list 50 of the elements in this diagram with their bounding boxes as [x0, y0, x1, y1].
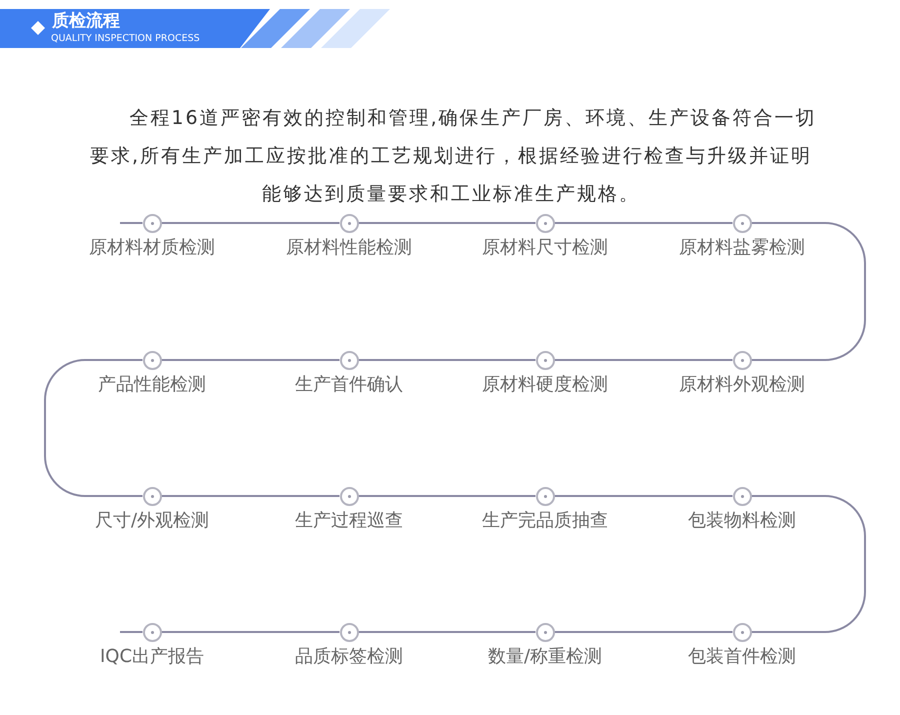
circle-marker	[142, 350, 162, 370]
header-subtitle: QUALITY INSPECTION PROCESS	[51, 33, 200, 44]
circle-marker	[340, 622, 358, 642]
connector-line	[554, 222, 732, 224]
step-label: 生产过程巡查	[295, 509, 403, 532]
step-label: 原材料尺寸检测	[482, 236, 608, 259]
connector-line	[358, 359, 536, 361]
step-label: 原材料外观检测	[679, 373, 805, 396]
circle-marker	[732, 214, 752, 232]
connector-line	[752, 495, 866, 633]
connector-line	[554, 359, 732, 361]
circle-marker	[142, 622, 162, 642]
connector-line	[358, 222, 536, 224]
circle-marker	[536, 350, 554, 370]
header-title: 质检流程	[52, 10, 120, 32]
step-label: 原材料性能检测	[286, 236, 412, 259]
step-label: 品质标签检测	[295, 645, 403, 668]
connector-line	[162, 495, 340, 497]
connector-line	[162, 631, 340, 633]
connector-line	[44, 359, 142, 497]
circle-marker	[732, 350, 752, 370]
connector-line	[752, 222, 866, 361]
step-label: 产品性能检测	[98, 373, 206, 396]
circle-marker	[732, 622, 752, 642]
connector-line	[554, 495, 732, 497]
step-label: 原材料硬度检测	[482, 373, 608, 396]
step-label: 尺寸/外观检测	[94, 509, 210, 532]
connector-line	[162, 222, 340, 224]
connector-line	[162, 359, 340, 361]
circle-marker	[142, 486, 162, 506]
step-label: 原材料盐雾检测	[679, 236, 805, 259]
step-label: 包装物料检测	[688, 509, 796, 532]
circle-marker	[340, 350, 358, 370]
circle-marker	[536, 486, 554, 506]
circle-marker	[536, 214, 554, 232]
connector-line	[554, 631, 732, 633]
step-label: 生产完品质抽查	[482, 509, 608, 532]
step-label: 原材料材质检测	[89, 236, 215, 259]
circle-marker	[142, 214, 162, 232]
circle-marker	[732, 486, 752, 506]
circle-marker	[340, 486, 358, 506]
step-label: IQC出产报告	[100, 645, 204, 668]
step-label: 生产首件确认	[295, 373, 403, 396]
connector-line	[358, 495, 536, 497]
intro-paragraph: 全程16道严密有效的控制和管理,确保生产厂房、环境、生产设备符合一切要求,所有生产加工应按批准的工艺规划进行，根据经验进行检查与升级并证明能够达到质量要求和工业标准生产规格。	[88, 106, 818, 207]
circle-marker	[340, 214, 358, 232]
step-label: 包装首件检测	[688, 645, 796, 668]
step-label: 数量/称重检测	[488, 645, 602, 668]
connector-line	[358, 631, 536, 633]
circle-marker	[536, 622, 554, 642]
